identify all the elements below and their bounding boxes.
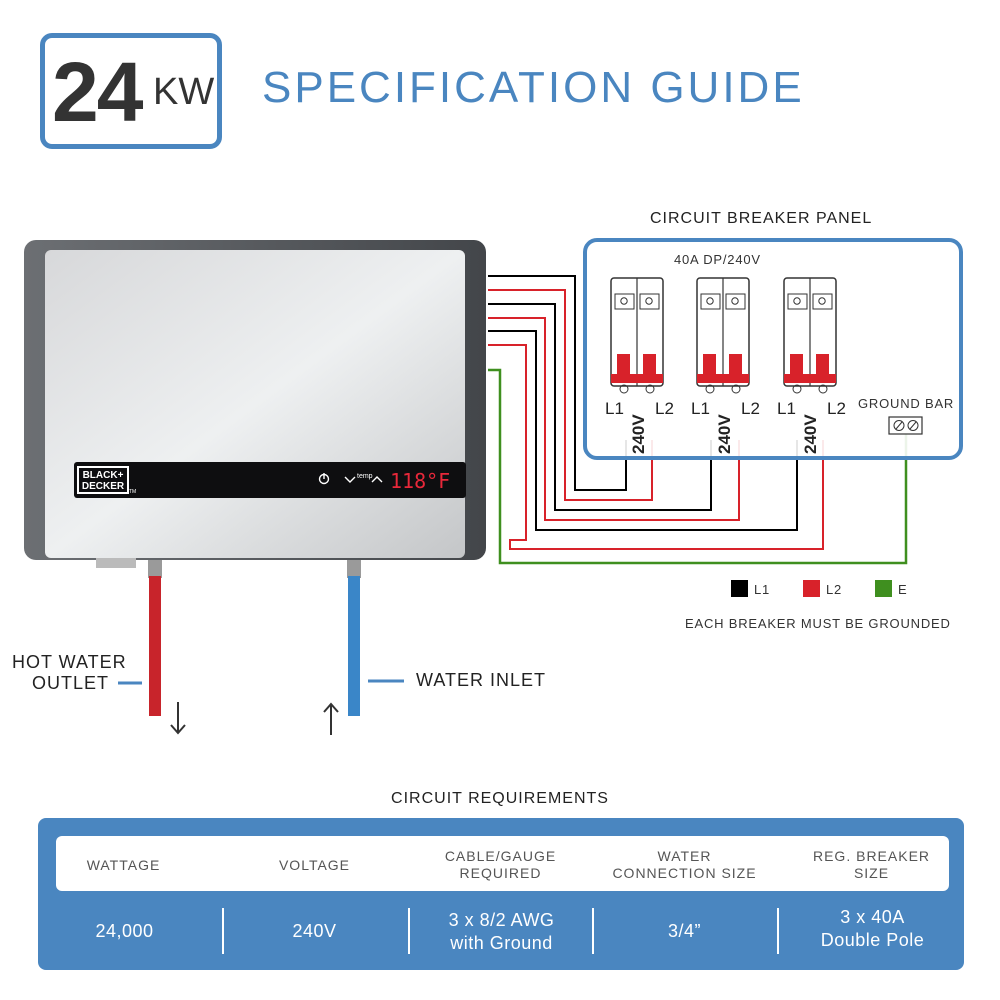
- inflow-arrow-icon: [323, 702, 339, 735]
- cold-pipe-fitting: [347, 560, 361, 578]
- value-wattage: 24,000: [95, 921, 154, 941]
- breaker-panel-title: CIRCUIT BREAKER PANEL: [650, 210, 873, 227]
- outflow-arrow-icon: [170, 702, 186, 735]
- breaker-3-voltage: 240V: [801, 414, 820, 454]
- legend-label-earth: E: [898, 582, 908, 597]
- hot-pipe-fitting: [148, 560, 162, 578]
- breaker-rating: 40A DP/240V: [674, 252, 761, 267]
- ground-bar-label: GROUND BAR: [858, 396, 955, 411]
- breaker-1-voltage: 240V: [629, 414, 648, 454]
- breaker-panel-frame: [583, 238, 963, 460]
- header-water-connection: WATER CONNECTION SIZE: [612, 848, 757, 881]
- legend-swatch-earth: [875, 580, 892, 597]
- legend-label-l2: L2: [826, 582, 843, 597]
- legend-label-l1: L1: [754, 582, 771, 597]
- breaker-1-l1-label: L1: [605, 399, 624, 418]
- header-voltage: VOLTAGE: [278, 857, 351, 873]
- hot-water-pipe: [149, 576, 161, 716]
- breaker-2-l2-label: L2: [741, 399, 760, 418]
- temperature-display: 118°F: [390, 469, 450, 493]
- header-cable-gauge: CABLE/GAUGE REQUIRED: [444, 848, 557, 881]
- page-title: SPECIFICATION GUIDE: [262, 63, 805, 112]
- value-breaker-size: 3 x 40A Double Pole: [820, 907, 925, 950]
- cold-water-pipe: [348, 576, 360, 716]
- circuit-requirements-title: CIRCUIT REQUIREMENTS: [391, 790, 609, 807]
- breaker-1: [610, 277, 664, 394]
- breaker-2: [696, 277, 750, 394]
- power-number: 24: [52, 45, 143, 139]
- legend-swatch-l1: [731, 580, 748, 597]
- brand-logo-line2: DECKER: [82, 481, 125, 492]
- grounding-note: EACH BREAKER MUST BE GROUNDED: [685, 616, 951, 631]
- legend-swatch-l2: [803, 580, 820, 597]
- breaker-2-l1-label: L1: [691, 399, 710, 418]
- hot-water-label-line2: OUTLET: [32, 673, 110, 693]
- wiring-diagram: L1 L2 L1 L2 L1 L2 240V 240V 240V BLACK+ …: [24, 238, 963, 735]
- header-wattage: WATTAGE: [86, 857, 161, 873]
- temp-button-label: temp: [357, 473, 373, 480]
- value-cable-gauge: 3 x 8/2 AWG with Ground: [448, 910, 555, 953]
- water-heater-unit: [24, 240, 486, 568]
- breaker-3-l1-label: L1: [777, 399, 796, 418]
- hot-water-label-line1: HOT WATER: [12, 652, 127, 672]
- value-voltage: 240V: [292, 921, 337, 941]
- wires-l1: [488, 275, 798, 531]
- wires-l2: [488, 289, 824, 550]
- water-inlet-label: WATER INLET: [416, 670, 547, 690]
- brand-trademark: TM: [129, 489, 136, 495]
- requirements-header-row: [56, 836, 949, 891]
- breaker-3: [783, 277, 837, 394]
- power-badge: [40, 33, 222, 149]
- breaker-3-l2-label: L2: [827, 399, 846, 418]
- brand-logo-line1: BLACK+: [83, 470, 124, 481]
- breaker-1-l2-label: L2: [655, 399, 674, 418]
- column-divider: [408, 908, 410, 954]
- column-divider: [592, 908, 594, 954]
- power-unit: KW: [153, 71, 215, 113]
- ground-bar: [888, 416, 923, 435]
- header-breaker-size: REG. BREAKER SIZE: [812, 848, 931, 881]
- column-divider: [222, 908, 224, 954]
- column-divider: [777, 908, 779, 954]
- breaker-2-voltage: 240V: [715, 414, 734, 454]
- wire-earth: [488, 368, 908, 565]
- value-water-connection: 3/4”: [667, 921, 702, 941]
